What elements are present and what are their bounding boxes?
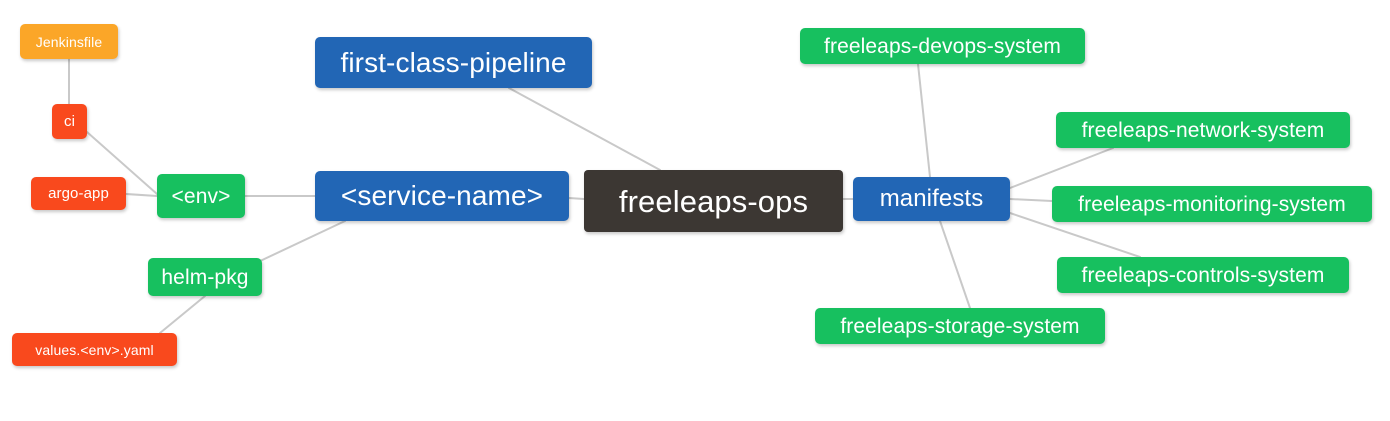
node-first-class-pipeline[interactable]: first-class-pipeline [315,37,592,88]
node-storage-system[interactable]: freeleaps-storage-system [815,308,1105,344]
edge-manifests-to-network-system [1009,147,1114,189]
edge-manifests-to-monitoring-system [1009,198,1053,202]
node-manifests[interactable]: manifests [853,177,1010,221]
edge-values-yaml-to-helm-pkg [159,295,206,334]
node-devops-system[interactable]: freeleaps-devops-system [800,28,1085,64]
node-ci[interactable]: ci [52,104,87,139]
edge-manifests-to-devops-system [917,63,931,178]
node-network-system[interactable]: freeleaps-network-system [1056,112,1350,148]
node-controls-system[interactable]: freeleaps-controls-system [1057,257,1349,293]
edge-helm-pkg-to-service-name [257,220,346,263]
edge-first-class-pipeline-to-freeleaps-ops [508,87,661,171]
node-monitoring-system[interactable]: freeleaps-monitoring-system [1052,186,1372,222]
node-values-yaml[interactable]: values.<env>.yaml [12,333,177,366]
node-argo-app[interactable]: argo-app [31,177,126,210]
edge-manifests-to-storage-system [939,220,971,309]
edge-service-name-to-freeleaps-ops [568,197,585,200]
node-env[interactable]: <env> [157,174,245,218]
edge-argo-app-to-env [125,193,158,197]
node-jenkinsfile[interactable]: Jenkinsfile [20,24,118,59]
node-helm-pkg[interactable]: helm-pkg [148,258,262,296]
node-freeleaps-ops[interactable]: freeleaps-ops [584,170,843,232]
node-service-name[interactable]: <service-name> [315,171,569,221]
